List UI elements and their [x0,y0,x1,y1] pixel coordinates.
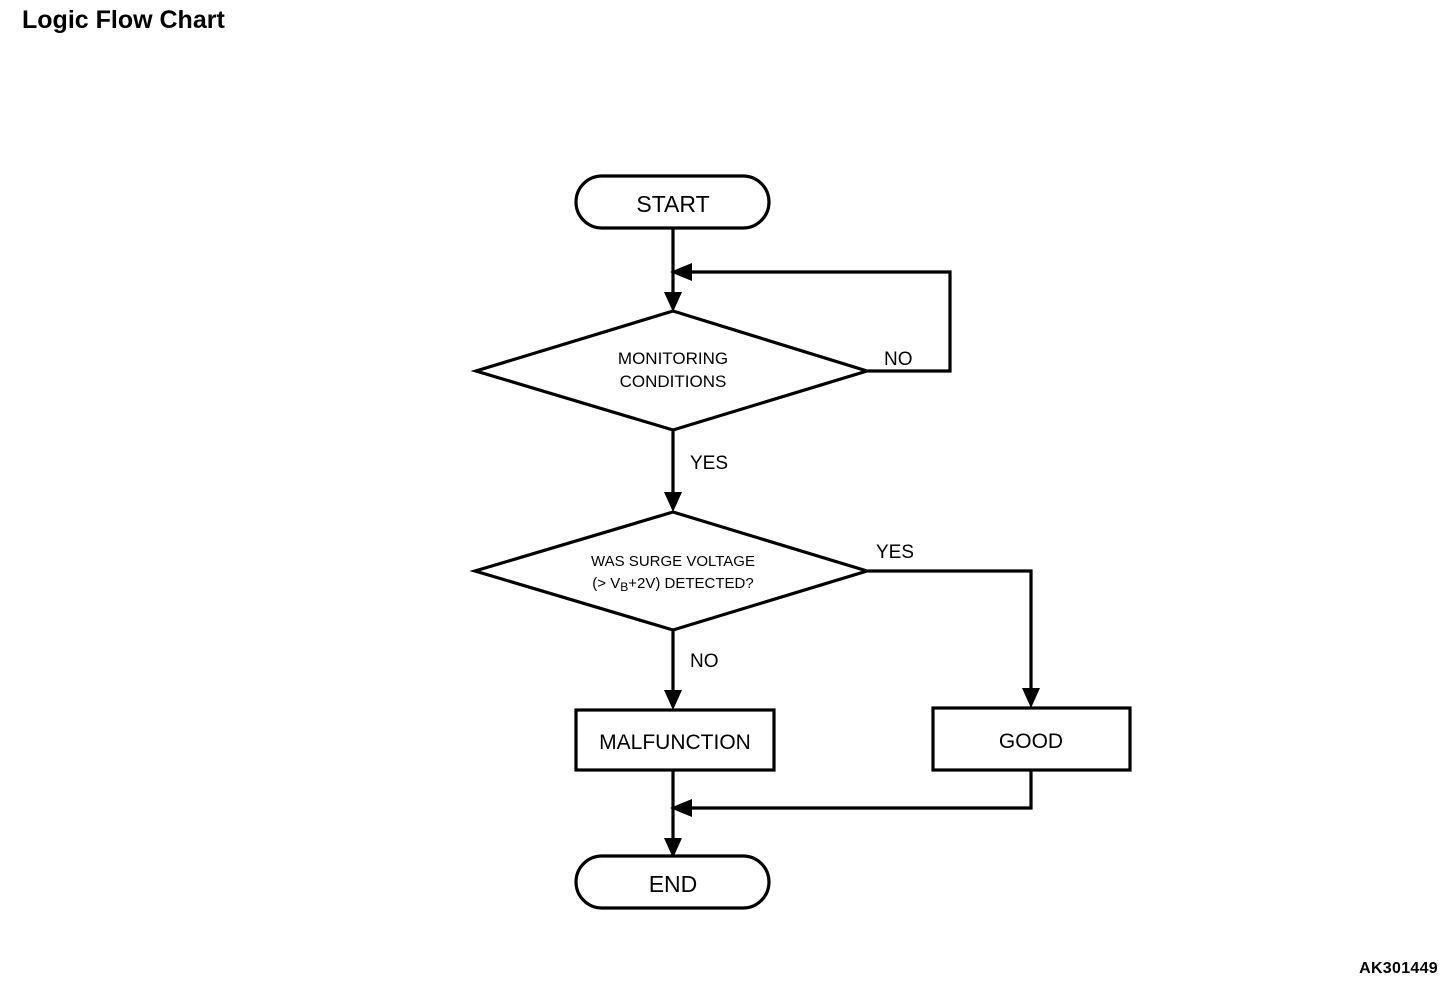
node-end-label: END [649,871,698,897]
node-malfunction-label: MALFUNCTION [599,731,751,754]
node-surge-label-line1: WAS SURGE VOLTAGE [591,553,755,570]
node-surge-label-line2-pre: (> V [592,575,620,592]
node-start-label: START [636,191,709,217]
figure-code: AK301449 [1359,960,1438,977]
edge-label-monitoring-no: NO [884,349,913,370]
node-surge-label-line2-sub: B [620,580,628,594]
node-monitoring-label-line2: CONDITIONS [620,372,727,391]
arrowhead-into-surge [664,492,682,512]
node-surge-label-line2: (> VB+2V) DETECTED? [592,575,753,594]
node-surge-label-line2-post: +2V) DETECTED? [628,575,753,592]
connector-good-to-end-merge [690,770,1033,810]
node-surge-voltage[interactable] [469,510,873,632]
page-title: Logic Flow Chart [22,6,225,34]
arrowhead-good-merge-return [670,799,692,817]
node-monitoring-label-line1: MONITORING [618,349,728,368]
edge-label-monitoring-yes: YES [690,453,728,474]
node-monitoring-conditions[interactable] [470,309,873,432]
arrowhead-into-malfunction [664,690,682,710]
node-good-label: GOOD [999,730,1063,753]
arrowhead-into-good [1022,688,1040,708]
arrowhead-into-monitoring [664,292,682,312]
connector-surge-yes-to-good [868,569,1033,696]
node-start[interactable] [574,174,771,230]
node-good[interactable] [931,706,1132,772]
node-end[interactable] [574,854,771,910]
arrowhead-no-loop-return [670,263,692,281]
edge-label-surge-no: NO [690,651,719,672]
connector-monitoring-no-loop [690,270,952,373]
arrowhead-into-end [664,838,682,858]
edge-label-surge-yes: YES [876,542,914,563]
node-malfunction[interactable] [574,708,776,772]
